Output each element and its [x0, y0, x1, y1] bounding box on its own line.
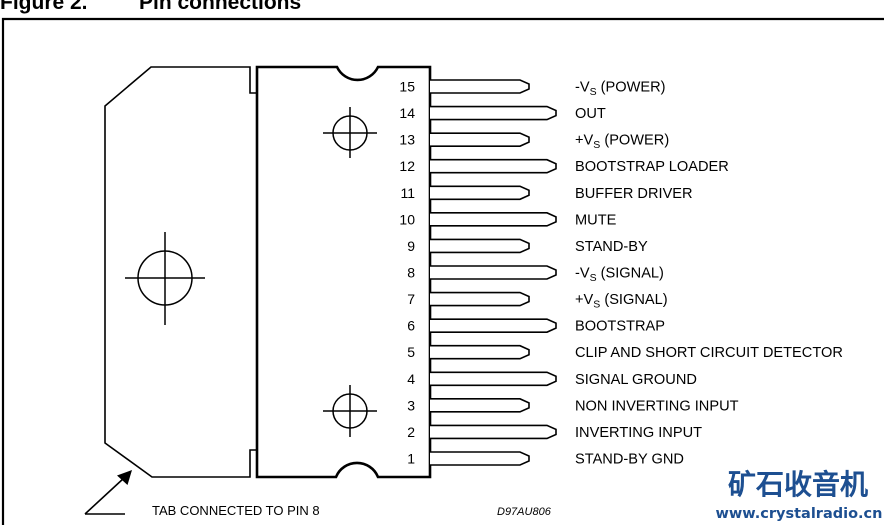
pin-label-suffix: (POWER) [597, 80, 666, 96]
pin-lead [430, 424, 557, 440]
pin-label: STAND-BY GND [575, 452, 684, 468]
pin-label-text: STAND-BY GND [575, 452, 684, 468]
pin-label: -VS (POWER) [575, 80, 666, 99]
pin-number: 14 [399, 105, 415, 121]
pin-label: OUT [575, 106, 606, 122]
watermark-url: www.crystalradio.cn [716, 506, 883, 522]
pin-lead [430, 185, 530, 201]
pin-label: +VS (POWER) [575, 133, 669, 152]
pin-2: 2 INVERTING INPUT [407, 424, 702, 441]
pin-lead [430, 291, 530, 307]
pin-number: 2 [407, 424, 415, 440]
pin-label: INVERTING INPUT [575, 425, 702, 441]
pin-6: 6 BOOTSTRAP [407, 318, 665, 335]
pin-label-subscript: S [590, 86, 597, 98]
pin-number: 8 [407, 265, 415, 281]
pin-label: BOOTSTRAP [575, 319, 665, 335]
pin-number: 11 [400, 185, 415, 201]
upper-reference-mark-icon [323, 107, 377, 158]
pin-number: 12 [399, 158, 415, 174]
pin-label: BOOTSTRAP LOADER [575, 159, 729, 175]
figure-frame [1, 17, 884, 525]
pin-label: -VS (SIGNAL) [575, 266, 664, 285]
pin-number: 15 [399, 79, 415, 95]
pin-label-subscript: S [593, 139, 600, 151]
figure-title: Pin connections [139, 0, 301, 14]
pin-label-suffix: (SIGNAL) [597, 266, 664, 282]
pin-number: 1 [407, 451, 415, 467]
pin-lead [430, 344, 530, 360]
pin-lead [430, 158, 557, 174]
pin-lead [430, 398, 530, 413]
pin-lead [430, 451, 530, 466]
pin-label-text: CLIP AND SHORT CIRCUIT DETECTOR [575, 345, 843, 361]
pin-11: 11 BUFFER DRIVER [400, 185, 692, 202]
pin-8: 8 -VS (SIGNAL) [407, 265, 664, 285]
pin-3: 3 NON INVERTING INPUT [407, 397, 738, 414]
pin-number: 9 [407, 238, 415, 254]
pin-lead [430, 265, 557, 280]
pin-label-subscript: S [590, 272, 597, 284]
pin-lead [430, 238, 530, 254]
pin-label-text: INVERTING INPUT [575, 425, 702, 441]
pin-9: 9 STAND-BY [407, 238, 648, 255]
pin-label: CLIP AND SHORT CIRCUIT DETECTOR [575, 345, 843, 361]
pin-label: STAND-BY [575, 239, 648, 255]
pin-5: 5 CLIP AND SHORT CIRCUIT DETECTOR [407, 344, 843, 361]
pin-label-text: -V [575, 266, 590, 282]
pin-label-text: -V [575, 80, 590, 96]
pin-number: 5 [407, 344, 415, 360]
pin-label: BUFFER DRIVER [575, 186, 693, 202]
pin-label-text: +V [575, 133, 594, 149]
tab-mounting-hole-icon [125, 232, 205, 325]
pin-10: 10 MUTE [399, 211, 616, 228]
pin-number: 13 [399, 132, 415, 148]
figure-number: Figure 2. [0, 0, 88, 14]
pin-number: 6 [407, 318, 415, 334]
package-body [255, 65, 432, 479]
pin-15: 15 -VS (POWER) [399, 79, 665, 99]
pin-label: MUTE [575, 212, 617, 228]
pin-1: 1 STAND-BY GND [407, 451, 684, 468]
pin-number: 7 [407, 291, 415, 307]
lower-reference-mark-icon [323, 385, 377, 437]
pin-label-text: NON INVERTING INPUT [575, 398, 739, 414]
pin-lead [430, 79, 530, 94]
heatsink-tab-outline [104, 66, 256, 478]
pin-label-text: SIGNAL GROUND [575, 372, 697, 388]
pin-number: 4 [407, 371, 415, 387]
pin-4: 4 SIGNAL GROUND [407, 371, 697, 388]
pin-label-suffix: (SIGNAL) [600, 292, 667, 308]
pin-label-text: MUTE [575, 212, 617, 228]
pin-lead [430, 105, 557, 121]
pin-7: 7 +VS (SIGNAL) [407, 291, 667, 311]
pin-label-text: OUT [575, 106, 606, 122]
pin-12: 12 BOOTSTRAP LOADER [399, 158, 728, 175]
pin-lead [430, 212, 557, 227]
pin-label-subscript: S [593, 299, 600, 311]
pin-label-text: BUFFER DRIVER [575, 186, 693, 202]
pin-label-text: BOOTSTRAP LOADER [575, 159, 729, 175]
pin-14: 14 OUT [399, 105, 605, 122]
watermark-logo-text: 矿石收音机 [728, 468, 868, 501]
tab-pointer-arrow-icon [84, 470, 132, 515]
pin-label-text: STAND-BY [575, 239, 648, 255]
pin-lead [430, 371, 557, 387]
pin-13: 13 +VS (POWER) [399, 132, 669, 152]
drawing-code: D97AU806 [497, 506, 552, 518]
pin-label: SIGNAL GROUND [575, 372, 697, 388]
pin-number: 10 [399, 211, 415, 227]
pin-label-text: +V [575, 292, 594, 308]
pin-lead [430, 132, 530, 147]
pin-lead [430, 318, 557, 333]
pin-label-suffix: (POWER) [600, 133, 669, 149]
pin-label-text: BOOTSTRAP [575, 319, 665, 335]
pin-number: 3 [407, 397, 415, 413]
pin-label: +VS (SIGNAL) [575, 292, 668, 311]
pin-label: NON INVERTING INPUT [575, 398, 739, 414]
tab-connection-note: TAB CONNECTED TO PIN 8 [152, 503, 320, 518]
